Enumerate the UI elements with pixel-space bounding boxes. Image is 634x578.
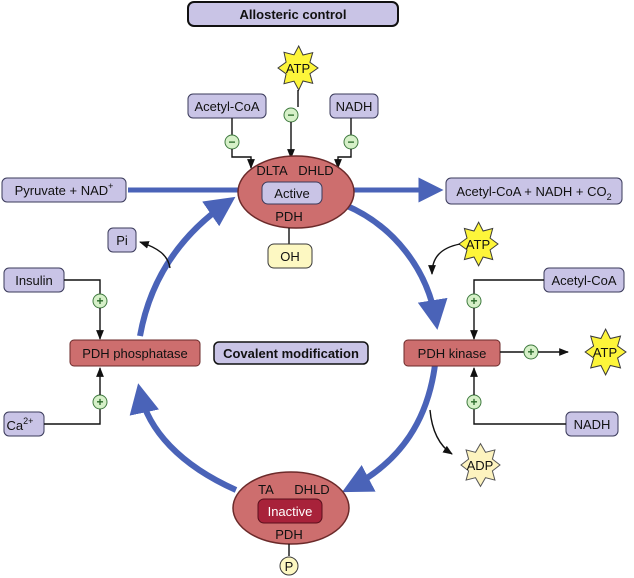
calcium-label: Ca2+ — [7, 416, 34, 433]
pdh-kinase-box: PDH kinase — [403, 339, 501, 367]
inactive-pdh-complex: TA DHLD Inactive PDH — [232, 471, 350, 545]
cycle-arrow-to-inactive — [342, 355, 439, 493]
nadh-allosteric-label: NADH — [336, 99, 373, 114]
active-dlta-label: DLTA — [256, 163, 288, 178]
covalent-title-box: Covalent modification — [213, 341, 369, 365]
active-pdh-name: PDH — [275, 209, 302, 224]
svg-text:+: + — [96, 294, 103, 308]
cycle-arrow-from-inactive — [129, 383, 238, 493]
atp-kinase-in-label: ATP — [466, 237, 490, 252]
atp-top-label: ATP — [286, 61, 310, 76]
pdh-kinase-label: PDH kinase — [418, 346, 487, 361]
phosphate-group: P — [279, 556, 299, 576]
allosteric-title-box: Allosteric control — [187, 1, 399, 27]
inactive-ta-label: TA — [258, 482, 274, 497]
covalent-cycle — [129, 196, 448, 493]
oh-group-label: OH — [280, 249, 300, 264]
svg-text:+: + — [470, 294, 477, 308]
plus-sign-calcium: + — [92, 394, 108, 410]
active-state-label: Active — [274, 186, 309, 201]
oh-group-box: OH — [267, 243, 313, 269]
adp-star: ADP — [460, 442, 501, 488]
pyruvate-nad-box: Pyruvate + NAD+ — [1, 177, 127, 203]
plus-sign-atp-out: + — [523, 344, 539, 360]
pdh-phosphatase-label: PDH phosphatase — [82, 346, 188, 361]
phosphate-label: P — [285, 559, 294, 574]
minus-sign-nadh: − — [343, 134, 359, 150]
active-pdh-complex: DLTA DHLD Active PDH — [237, 155, 355, 229]
inactive-dhld-label: DHLD — [294, 482, 329, 497]
acetylcoa-kinase-box: Acetyl-CoA — [543, 267, 625, 293]
svg-text:+: + — [470, 395, 477, 409]
nadh-kinase-box: NADH — [565, 411, 619, 437]
nadh-kinase-label: NADH — [574, 417, 611, 432]
pyruvate-nad-label: Pyruvate + NAD+ — [15, 181, 114, 198]
allosteric-title: Allosteric control — [240, 7, 347, 22]
insulin-box: Insulin — [3, 267, 65, 293]
cycle-arrow-kinase — [343, 202, 448, 330]
inactive-pdh-name: PDH — [275, 527, 302, 542]
products-box: Acetyl-CoA + NADH + CO2 — [445, 177, 623, 205]
covalent-title: Covalent modification — [223, 346, 359, 361]
minus-sign-atp: − — [283, 107, 299, 123]
atp-star-kinase-in: ATP — [458, 221, 499, 267]
atp-star-kinase-out: ATP — [584, 327, 627, 377]
nadh-allosteric-box: NADH — [329, 93, 379, 119]
inactive-state-label: Inactive — [268, 504, 313, 519]
acetylcoa-allosteric-box: Acetyl-CoA — [187, 93, 267, 119]
svg-text:+: + — [96, 395, 103, 409]
pi-box: Pi — [107, 227, 137, 253]
acetylcoa-kinase-label: Acetyl-CoA — [551, 273, 616, 288]
atp-kinase-out-label: ATP — [593, 345, 617, 360]
active-dhld-label: DHLD — [298, 163, 333, 178]
calcium-box: Ca2+ — [3, 411, 45, 437]
minus-sign-acetylcoa: − — [224, 134, 240, 150]
insulin-label: Insulin — [15, 273, 53, 288]
atp-star-top: ATP — [277, 44, 319, 92]
plus-sign-nadh-kinase: + — [466, 394, 482, 410]
pi-label: Pi — [116, 233, 128, 248]
svg-text:−: − — [287, 108, 294, 122]
svg-text:−: − — [228, 135, 235, 149]
cycle-arrow-phosphatase — [137, 196, 236, 337]
pdh-phosphatase-box: PDH phosphatase — [69, 339, 201, 367]
acetylcoa-allosteric-label: Acetyl-CoA — [194, 99, 259, 114]
products-label: Acetyl-CoA + NADH + CO2 — [456, 184, 611, 202]
svg-text:−: − — [347, 135, 354, 149]
adp-label: ADP — [467, 458, 494, 473]
plus-sign-acetylcoa-kinase: + — [466, 293, 482, 309]
plus-sign-insulin: + — [92, 293, 108, 309]
svg-text:+: + — [527, 345, 534, 359]
